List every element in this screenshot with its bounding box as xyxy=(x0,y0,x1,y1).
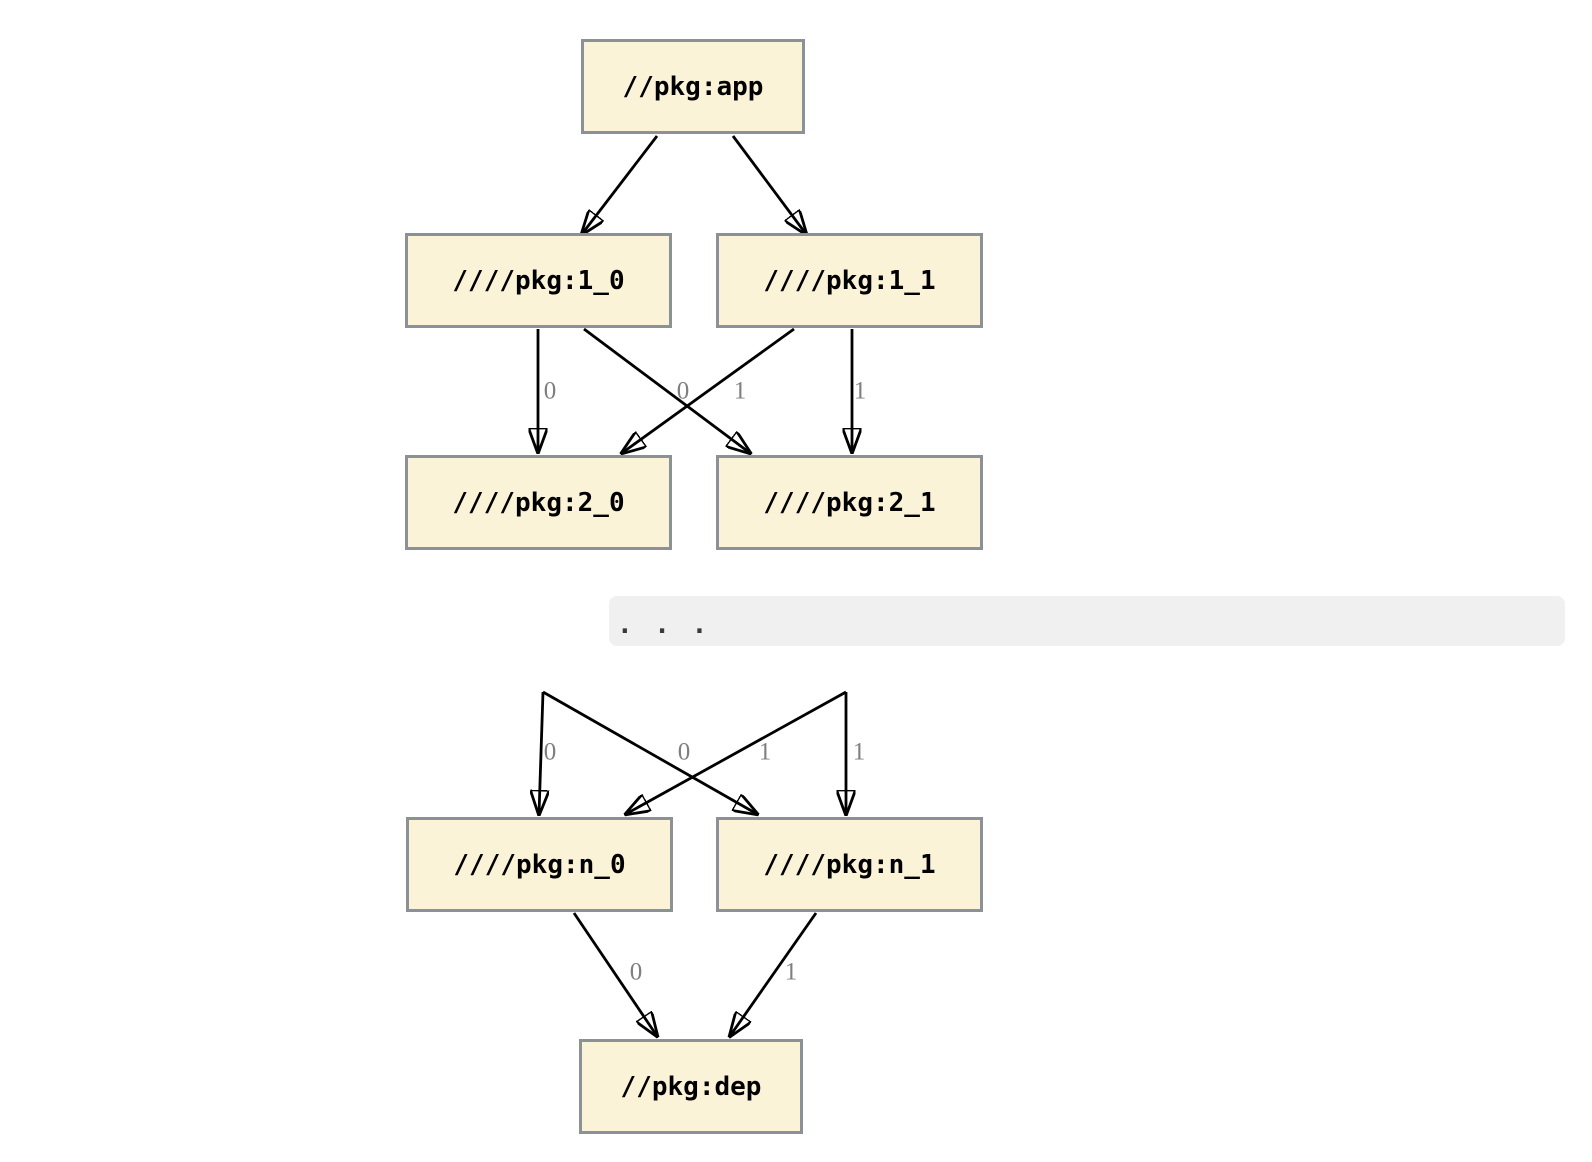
node-pkg-app: //pkg:app xyxy=(581,39,805,134)
node-pkg-1-1-label: ////pkg:1_1 xyxy=(763,265,936,296)
node-pkg-1-0: ////pkg:1_0 xyxy=(405,233,672,328)
ellipsis-band: . . . xyxy=(609,596,1565,646)
edge-app-to-1-0 xyxy=(582,135,659,234)
node-pkg-n-1: ////pkg:n_1 xyxy=(716,817,983,912)
node-pkg-n-0-label: ////pkg:n_0 xyxy=(453,849,626,880)
node-pkg-1-1: ////pkg:1_1 xyxy=(716,233,983,328)
edge-ellipsis-to-n-1-cross xyxy=(542,690,757,814)
node-pkg-dep: //pkg:dep xyxy=(579,1039,803,1134)
edge-ellipsis-to-n-0-straight xyxy=(539,691,543,814)
edge-ellipsis-to-n-0-cross xyxy=(626,690,847,814)
node-pkg-1-0-label: ////pkg:1_0 xyxy=(452,265,625,296)
node-pkg-2-0-label: ////pkg:2_0 xyxy=(452,487,625,518)
node-pkg-n-0: ////pkg:n_0 xyxy=(406,817,673,912)
edge-1-0-to-2-1 xyxy=(583,327,750,453)
edge-label-1-1-to-2-1: 1 xyxy=(853,377,867,405)
node-pkg-n-1-label: ////pkg:n_1 xyxy=(763,849,936,880)
edge-label-ellipsis-to-n-1-straight: 1 xyxy=(852,738,866,766)
node-pkg-dep-label: //pkg:dep xyxy=(620,1071,762,1102)
edge-label-n-0-to-dep: 0 xyxy=(629,958,643,986)
node-pkg-2-1-label: ////pkg:2_1 xyxy=(763,487,936,518)
edge-label-ellipsis-to-n-0-straight: 0 xyxy=(543,738,557,766)
ellipsis-text: . . . xyxy=(617,610,711,640)
edge-1-1-to-2-0 xyxy=(622,327,795,453)
edge-label-1-0-to-2-0: 0 xyxy=(543,377,557,405)
node-pkg-app-label: //pkg:app xyxy=(622,71,764,102)
node-pkg-2-0: ////pkg:2_0 xyxy=(405,455,672,550)
edge-n-0-to-dep xyxy=(572,912,657,1036)
edge-label-n-1-to-dep: 1 xyxy=(784,958,798,986)
edge-label-1-0-to-2-1: 0 xyxy=(676,377,690,405)
node-pkg-2-1: ////pkg:2_1 xyxy=(716,455,983,550)
edge-label-1-1-to-2-0: 1 xyxy=(733,377,747,405)
edge-label-ellipsis-to-n-0-cross: 1 xyxy=(758,738,772,766)
edge-app-to-1-1 xyxy=(731,135,806,234)
edge-n-1-to-dep xyxy=(730,912,818,1036)
edge-label-ellipsis-to-n-1-cross: 0 xyxy=(677,738,691,766)
